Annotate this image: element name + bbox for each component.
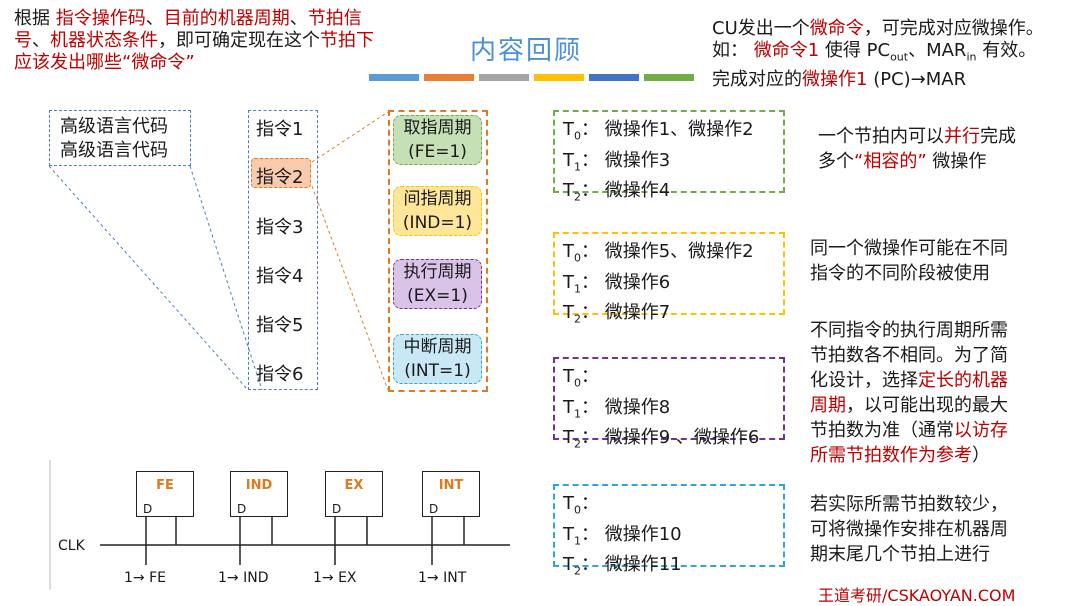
microop-group-execute: T0： T1： 微操作8 T2： 微操作9 、微操作6 — [553, 357, 785, 451]
cu-line-3: 完成对应的微操作1 (PC)→MAR — [712, 68, 967, 90]
input-label: 1→ INT — [418, 570, 467, 586]
color-bar — [589, 74, 639, 81]
code-box: 高级语言代码 高级语言代码 — [49, 110, 191, 166]
beat-row: T1： 微操作3 — [563, 149, 671, 174]
microop-group-interrupt: T0： T1： 微操作10 T2： 微操作11 — [553, 484, 785, 578]
beat-row: T0： 微操作5、微操作2 — [563, 241, 754, 265]
instruction-item: 指令4 — [256, 266, 304, 287]
cycle-indirect: 间指周期(IND=1) — [393, 186, 482, 236]
code-line: 高级语言代码 — [60, 140, 168, 161]
input-label: 1→ EX — [313, 570, 357, 586]
instruction-item: 指令6 — [256, 364, 304, 385]
beat-row: T2： 微操作11 — [563, 554, 682, 578]
beat-row: T0： 微操作1、微操作2 — [563, 119, 754, 143]
beat-row: T0： — [563, 366, 599, 390]
instruction-2-highlight — [251, 158, 311, 188]
cu-line-2: 如： 微命令1 使得 PCout、MARin 有效。 — [712, 40, 1037, 64]
cycle-column — [388, 110, 488, 392]
note-tail-beats: 若实际所需节拍数较少， 可将微操作安排在机器周 期末尾几个节拍上进行 — [810, 494, 1008, 565]
note-parallel: 一个节拍内可以并行完成 多个“相容的” 微操作 — [818, 126, 1016, 172]
cycle-interrupt: 中断周期(INT=1) — [393, 334, 482, 384]
page-title: 内容回顾 — [470, 36, 583, 66]
input-label: 1→ IND — [218, 570, 269, 586]
instruction-item: 指令3 — [256, 217, 304, 238]
cu-line-1: CU发出一个微命令，可完成对应微操作。 — [712, 18, 1044, 39]
beat-row: T0： — [563, 493, 599, 517]
clk-label: CLK — [58, 538, 85, 554]
color-bar — [644, 74, 694, 81]
instruction-item: 指令1 — [256, 119, 304, 140]
beat-row: T1： 微操作6 — [563, 271, 671, 296]
code-line: 高级语言代码 — [60, 116, 168, 137]
beat-row: T2： 微操作7 — [563, 302, 671, 326]
intro-paragraph: 根据 指令操作码、目前的机器周期、节拍信号、机器状态条件，即可确定现在这个节拍下… — [14, 8, 374, 73]
instruction-item: 指令5 — [256, 315, 304, 336]
color-bar — [479, 74, 529, 81]
color-bar — [424, 74, 474, 81]
cycle-execute: 执行周期(EX=1) — [393, 259, 482, 309]
color-bar — [369, 74, 419, 81]
input-label: 1→ FE — [124, 570, 166, 586]
beat-row: T2： 微操作9 、微操作6 — [563, 427, 760, 451]
microop-group-indirect: T0： 微操作5、微操作2 T1： 微操作6 T2： 微操作7 — [553, 232, 785, 326]
note-fixed-cycle: 不同指令的执行周期所需 节拍数各不相同。为了简 化设计，选择定长的机器 周期，以… — [810, 320, 1008, 466]
instruction-list — [248, 110, 318, 390]
note-reuse: 同一个微操作可能在不同 指令的不同阶段被使用 — [810, 238, 1008, 284]
beat-row: T1： 微操作10 — [563, 523, 682, 548]
color-bar — [534, 74, 584, 81]
footer-brand: 王道考研/CSKAOYAN.COM — [818, 586, 1016, 605]
microop-group-fetch: T0： 微操作1、微操作2 T1： 微操作3 T2： 微操作4 — [553, 110, 785, 204]
cu-paragraph: CU发出一个微命令，可完成对应微操作。 如： 微命令1 使得 PCout、MAR… — [712, 18, 1072, 91]
beat-row: T2： 微操作4 — [563, 180, 671, 204]
instruction-item: 指令2 — [256, 167, 304, 188]
beat-row: T1： 微操作8 — [563, 396, 671, 421]
cycle-fetch: 取指周期(FE=1) — [393, 115, 482, 165]
